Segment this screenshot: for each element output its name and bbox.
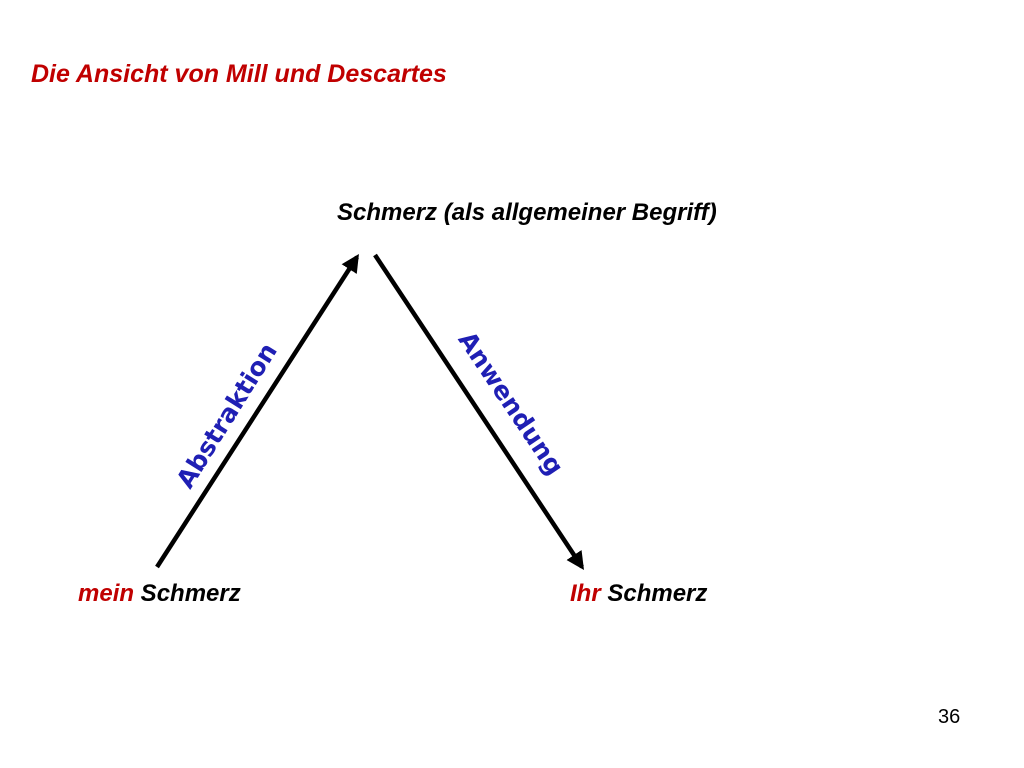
top-node-label: Schmerz (als allgemeiner Begriff) bbox=[337, 199, 717, 226]
left-node-label: mein Schmerz bbox=[78, 580, 241, 608]
right-node-label: Ihr Schmerz bbox=[570, 580, 707, 608]
right-node-text: Schmerz bbox=[600, 580, 708, 607]
left-node-accent: mein bbox=[78, 580, 135, 607]
left-node-text: Schmerz bbox=[134, 580, 241, 607]
abstraction-label: Abstraktion bbox=[171, 338, 283, 494]
page-number: 36 bbox=[938, 706, 961, 728]
abstraction-arrow bbox=[155, 253, 359, 569]
right-node-accent: Ihr bbox=[570, 580, 601, 607]
application-arrow bbox=[373, 253, 584, 570]
slide-title: Die Ansicht von Mill und Descartes bbox=[31, 60, 447, 88]
